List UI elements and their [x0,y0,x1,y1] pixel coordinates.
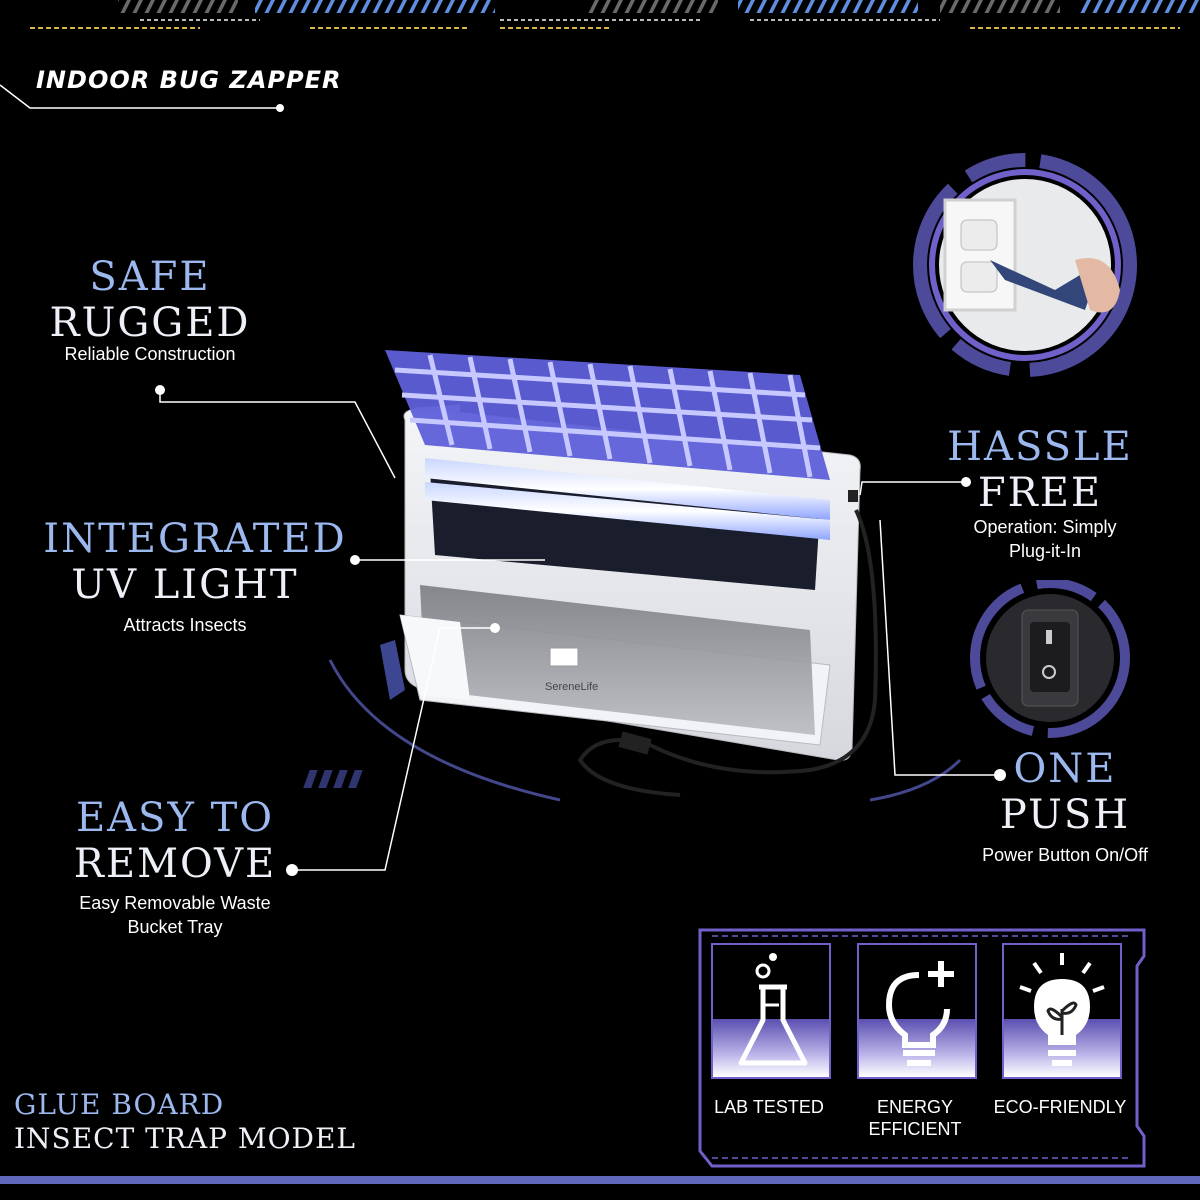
bulb-plus-icon [885,961,954,1066]
feature-easy-line2: REMOVE [73,841,277,887]
page-title: INDOOR BUG ZAPPER [36,66,342,94]
badge-eco-friendly-label: ECO-FRIENDLY [993,1097,1127,1117]
feature-hassle: HASSLE FREE [940,424,1140,516]
badge-energy-label-2: EFFICIENT [868,1119,962,1139]
model-label: GLUE BOARD INSECT TRAP MODEL [14,1088,356,1156]
feature-one-push-sub: Power Button On/Off [982,845,1148,865]
feature-easy-sub2: Bucket Tray [127,917,223,937]
feature-integrated-line2: UV LIGHT [71,562,299,608]
feature-hassle-sub: Operation: Simply Plug-it-In [940,515,1150,563]
feature-one-push-line2: PUSH [999,792,1131,838]
feature-one-push: ONE PUSH [960,746,1170,838]
feature-easy-sub: Easy Removable Waste Bucket Tray [50,891,300,939]
feature-one-push-line1: ONE [1013,746,1117,792]
badge-lab-tested [711,943,831,1079]
plug-photo-icon [913,153,1137,377]
badge-eco-friendly [1002,943,1122,1079]
title-pointer-line [0,84,284,112]
feature-hassle-line1: HASSLE [947,424,1133,470]
flask-icon [738,953,808,1066]
model-line1: GLUE BOARD [14,1088,225,1121]
feature-integrated-sub: Attracts Insects [123,615,247,635]
product-brand: SereneLife [545,681,598,693]
feature-easy-sub1: Easy Removable Waste [79,893,271,913]
feature-safe-line2: RUGGED [49,300,251,346]
feature-hassle-line2: FREE [977,470,1103,516]
badge-energy-efficient-label: ENERGY EFFICIENT [852,1096,978,1140]
feature-easy-line1: EASY TO [75,795,275,841]
model-line2: INSECT TRAP MODEL [14,1122,357,1155]
top-decor-bar [30,0,1200,29]
feature-safe-line1: SAFE [89,254,211,300]
badge-energy-label-1: ENERGY [876,1097,954,1117]
feature-hassle-sub2: Plug-it-In [1008,541,1082,561]
badge-panel-frame [698,928,1146,1168]
bottom-decor-bar [0,1176,1200,1184]
feature-integrated-line1: INTEGRATED [43,516,347,562]
feature-integrated: INTEGRATED UV LIGHT [30,516,360,608]
feature-safe: SAFE RUGGED [30,254,270,346]
feature-safe-sub: Reliable Construction [64,344,236,364]
switch-photo-icon [970,580,1130,738]
badge-lab-tested-label: LAB TESTED [714,1097,824,1117]
eco-bulb-icon [1019,953,1105,1066]
badge-energy-efficient [857,943,977,1079]
feature-hassle-sub1: Operation: Simply [973,517,1117,537]
feature-easy: EASY TO REMOVE [50,795,300,887]
